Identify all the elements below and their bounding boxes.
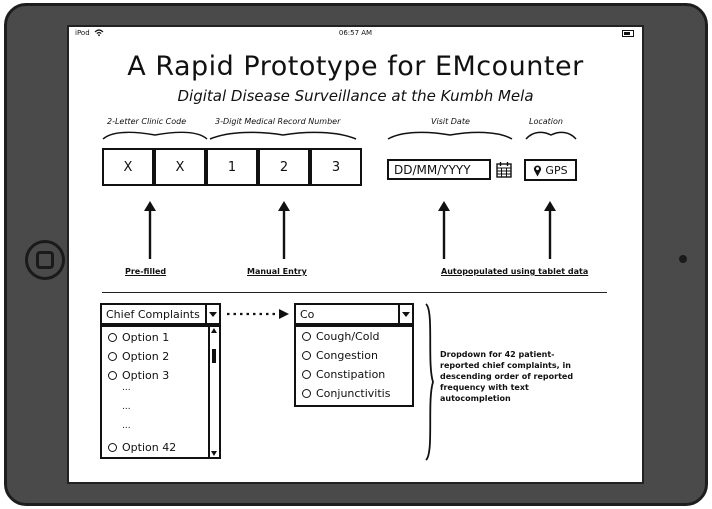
clinic-code-cell-2[interactable]: X xyxy=(154,148,206,186)
label-medical-record: 3-Digit Medical Record Number xyxy=(215,117,341,126)
brace-medical-record xyxy=(209,131,357,140)
camera-dot xyxy=(679,255,687,263)
clinic-code-cell-1[interactable]: X xyxy=(102,148,154,186)
list-item[interactable]: Option 3 xyxy=(108,367,169,383)
autocomplete-dropdown[interactable]: Co xyxy=(294,303,414,325)
label-visit-date: Visit Date xyxy=(431,117,470,126)
brace-visit-date xyxy=(387,131,513,140)
record-digit-cell-3[interactable]: 3 xyxy=(310,148,362,186)
location-pin-icon xyxy=(534,165,542,176)
radio-icon xyxy=(302,331,311,341)
record-digit-cell-2[interactable]: 2 xyxy=(258,148,310,186)
scroll-down-icon[interactable] xyxy=(211,451,217,456)
scroll-thumb[interactable] xyxy=(212,349,216,363)
wifi-icon xyxy=(94,29,104,37)
chief-complaints-dropdown[interactable]: Chief Complaints xyxy=(100,303,221,325)
radio-icon xyxy=(302,350,311,360)
list-item[interactable]: Cough/Cold xyxy=(302,328,380,344)
dropdown-arrow-icon[interactable] xyxy=(205,305,219,323)
annotation-autopopulated: Autopopulated using tablet data xyxy=(441,267,589,276)
ellipsis: ... xyxy=(122,421,131,431)
arrow-visit-date xyxy=(438,201,450,259)
autocomplete-suggestions: Cough/Cold Congestion Constipation Conju… xyxy=(294,325,414,407)
gps-button[interactable]: GPS xyxy=(524,159,577,181)
radio-icon xyxy=(108,351,117,361)
list-item[interactable]: Option 2 xyxy=(108,348,169,364)
status-time: 06:57 AM xyxy=(338,29,373,37)
brace-clinic-code xyxy=(102,131,208,140)
chief-complaints-list: Option 1 Option 2 Option 3 ... ... ... O… xyxy=(100,325,221,459)
list-item[interactable]: Option 42 xyxy=(108,439,176,455)
radio-icon xyxy=(108,442,117,452)
radio-icon xyxy=(108,332,117,342)
list-item[interactable]: Congestion xyxy=(302,347,378,363)
chief-complaints-label: Chief Complaints xyxy=(106,307,200,321)
scroll-up-icon[interactable] xyxy=(211,328,217,333)
radio-icon xyxy=(108,370,117,380)
ellipsis: ... xyxy=(122,383,131,393)
annotation-prefilled: Pre-filled xyxy=(125,267,167,276)
brace-location xyxy=(525,131,577,140)
dropdown-arrow-icon[interactable] xyxy=(398,305,412,323)
ellipsis: ... xyxy=(122,402,131,412)
arrow-location xyxy=(544,201,556,259)
visit-date-input[interactable]: DD/MM/YYYY xyxy=(387,159,491,180)
status-bar: iPod 06:57 AM xyxy=(69,27,642,41)
page-subtitle: Digital Disease Surveillance at the Kumb… xyxy=(177,87,534,105)
curly-brace xyxy=(425,303,434,461)
list-item[interactable]: Conjunctivitis xyxy=(302,385,390,401)
annotation-manual-entry: Manual Entry xyxy=(247,267,307,276)
calendar-icon[interactable] xyxy=(496,161,512,178)
battery-icon xyxy=(622,30,634,37)
list-item[interactable]: Constipation xyxy=(302,366,385,382)
label-clinic-code: 2-Letter Clinic Code xyxy=(107,117,187,126)
home-square-icon xyxy=(36,251,54,269)
record-digit-cell-1[interactable]: 1 xyxy=(206,148,258,186)
page-title: A Rapid Prototype for EMcounter xyxy=(127,51,584,82)
autocomplete-input[interactable]: Co xyxy=(300,307,315,321)
tablet-screen: iPod 06:57 AM A Rapid Prototype for EMco… xyxy=(67,25,644,484)
radio-icon xyxy=(302,369,311,379)
status-device: iPod xyxy=(75,29,104,37)
arrow-manual xyxy=(278,201,290,259)
dotted-arrow xyxy=(227,309,289,319)
radio-icon xyxy=(302,388,311,398)
dropdown-note: Dropdown for 42 patient-reported chief c… xyxy=(440,350,574,403)
label-location: Location xyxy=(529,117,563,126)
gps-label: GPS xyxy=(545,163,568,177)
arrow-prefilled xyxy=(144,201,156,259)
home-button[interactable] xyxy=(25,240,65,280)
list-item[interactable]: Option 1 xyxy=(108,329,169,345)
section-divider xyxy=(102,292,607,293)
scrollbar[interactable] xyxy=(208,327,219,457)
